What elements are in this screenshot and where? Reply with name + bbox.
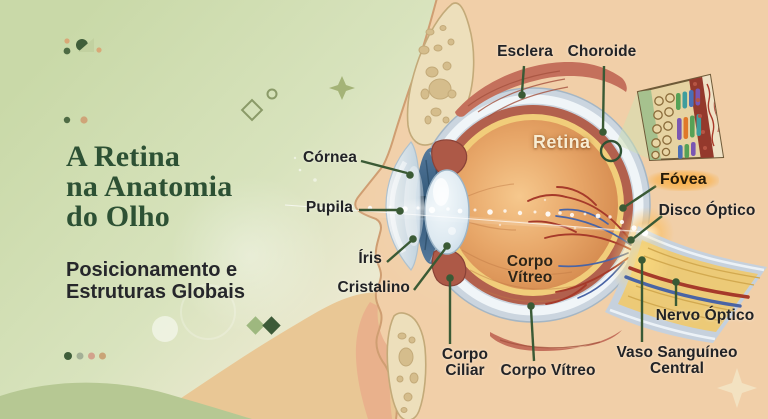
central-vein bbox=[624, 275, 742, 308]
label-corpo-vitreo: Corpo Vítreo bbox=[500, 362, 596, 379]
decor-bottom-left bbox=[64, 316, 281, 360]
subtitle-line: Posicionamento e bbox=[66, 259, 238, 281]
label-iris: Íris bbox=[358, 250, 382, 267]
page-title: A Retina na Anatomia do Olho bbox=[66, 142, 232, 232]
dot-icon bbox=[80, 116, 88, 124]
eyeball bbox=[415, 62, 674, 352]
dot-icon bbox=[99, 352, 106, 360]
background-glow bbox=[170, 175, 330, 335]
triangle-icon bbox=[78, 38, 94, 52]
dot-icon bbox=[88, 352, 95, 360]
vitreous-fibers bbox=[461, 183, 576, 302]
frontal-bone bbox=[406, 2, 475, 146]
label-retina: Retina bbox=[533, 132, 591, 152]
label-disco-optico: Disco Óptico bbox=[658, 202, 756, 219]
diamond-outline-icon bbox=[240, 98, 264, 122]
decor-top-left bbox=[63, 38, 102, 124]
label-choroide: Choroide bbox=[567, 43, 637, 60]
label-corpo-vitreo-inner: Corpo Vítreo bbox=[506, 253, 554, 287]
magnifier-circle-icon bbox=[599, 139, 623, 163]
eye-muscles bbox=[455, 62, 627, 352]
maxilla-bone bbox=[386, 312, 427, 419]
diamond-icon bbox=[262, 316, 281, 335]
sparkle-icon bbox=[329, 76, 355, 100]
leader-lines bbox=[359, 65, 680, 362]
dot-icon bbox=[63, 47, 71, 55]
decor-mid bbox=[240, 76, 355, 122]
dot-icon bbox=[96, 47, 102, 53]
page-subtitle: Posicionamento e Estruturas Globais bbox=[66, 259, 245, 303]
title-line: A Retina bbox=[66, 140, 181, 173]
label-cornea: Córnea bbox=[302, 149, 357, 166]
subtitle-line: Estruturas Globais bbox=[66, 281, 245, 303]
dot-icon bbox=[64, 352, 72, 360]
light-beam bbox=[262, 156, 662, 243]
label-corpo-ciliar: Corpo Ciliar bbox=[441, 346, 489, 380]
vitreous-body bbox=[448, 120, 618, 290]
sparkle-icon bbox=[717, 368, 757, 408]
label-cristalino: Cristalino bbox=[337, 279, 410, 296]
label-vaso-sanguineo-central: Vaso Sanguíneo Central bbox=[616, 344, 738, 378]
label-fovea: Fóvea bbox=[648, 170, 719, 191]
dot-icon bbox=[63, 116, 71, 124]
title-line: na Anatomia bbox=[66, 170, 233, 203]
label-esclera: Esclera bbox=[497, 43, 553, 60]
circle-outline-icon bbox=[266, 88, 278, 100]
dot-icon bbox=[76, 352, 84, 360]
label-pupila: Pupila bbox=[305, 199, 353, 216]
retina-inset bbox=[599, 73, 725, 163]
label-nervo-optico: Nervo Óptico bbox=[655, 307, 755, 324]
lips-shading bbox=[355, 302, 392, 419]
diamond-icon bbox=[246, 316, 265, 335]
dot-icon bbox=[64, 38, 70, 44]
inset-cell-bodies bbox=[651, 93, 675, 160]
title-line: do Olho bbox=[66, 200, 170, 233]
